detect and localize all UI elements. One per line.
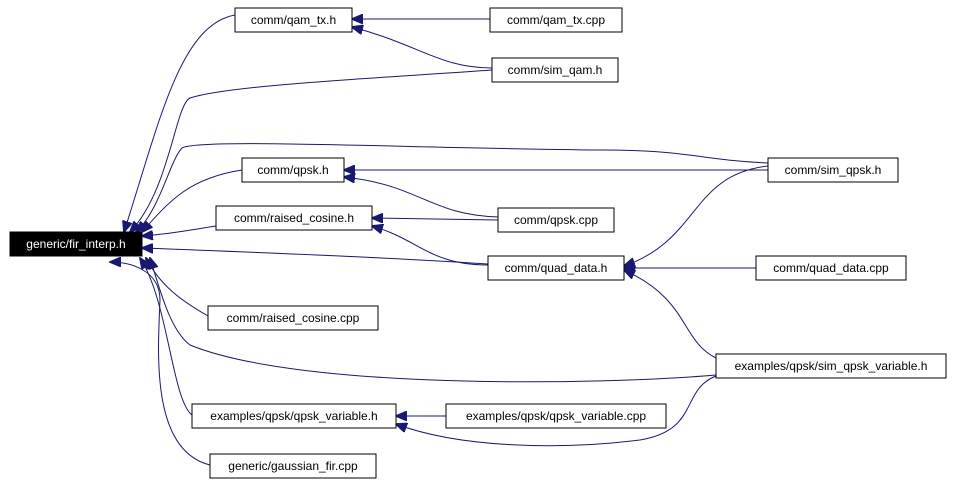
edge-qam-tx-to-fir-interp <box>124 14 236 232</box>
edge-sim-qam-to-qam-tx-h <box>352 27 493 69</box>
svg-text:comm/qam_tx.h: comm/qam_tx.h <box>251 13 336 27</box>
edge-quad-data-to-raised-cosine-h <box>372 226 489 266</box>
edge-qpsk-cpp-to-raised-cosine-h <box>372 218 499 220</box>
svg-text:comm/raised_cosine.h: comm/raised_cosine.h <box>234 211 354 225</box>
svg-text:comm/qpsk.cpp: comm/qpsk.cpp <box>514 213 598 227</box>
node-generic-gaussian-fir-cpp[interactable]: generic/gaussian_fir.cpp <box>209 453 377 479</box>
node-comm-sim-qpsk-h[interactable]: comm/sim_qpsk.h <box>767 157 899 183</box>
svg-text:comm/quad_data.cpp: comm/quad_data.cpp <box>773 261 889 275</box>
edge-qpsk-cpp-to-qpsk-h <box>344 177 499 218</box>
edge-sim-qpsk-var-to-fir-interp <box>150 258 717 383</box>
node-comm-qam-tx-cpp[interactable]: comm/qam_tx.cpp <box>489 7 623 33</box>
node-comm-qam-tx-h[interactable]: comm/qam_tx.h <box>234 7 353 33</box>
node-comm-quad-data-cpp[interactable]: comm/quad_data.cpp <box>755 255 907 281</box>
node-comm-sim-qam-h[interactable]: comm/sim_qam.h <box>491 57 619 83</box>
node-comm-quad-data-h[interactable]: comm/quad_data.h <box>487 255 625 281</box>
edge-sim-qpsk-var-to-qpsk-var-h <box>396 375 717 447</box>
edges-secondary <box>344 19 769 447</box>
svg-text:comm/quad_data.h: comm/quad_data.h <box>505 261 608 275</box>
edge-sim-qam-to-fir-interp <box>130 69 493 232</box>
node-examples-qpsk-qpsk-variable-h[interactable]: examples/qpsk/qpsk_variable.h <box>191 403 397 429</box>
edge-gaussian-fir-to-fir-interp <box>110 262 211 466</box>
svg-text:comm/qam_tx.cpp: comm/qam_tx.cpp <box>507 13 605 27</box>
svg-text:comm/qpsk.h: comm/qpsk.h <box>257 163 328 177</box>
svg-text:comm/raised_cosine.cpp: comm/raised_cosine.cpp <box>227 311 360 325</box>
node-comm-qpsk-h[interactable]: comm/qpsk.h <box>241 157 345 183</box>
edge-raised-cosine-h-to-fir-interp <box>142 225 217 236</box>
edge-sim-qpsk-to-fir-interp <box>136 143 769 232</box>
svg-text:comm/sim_qam.h: comm/sim_qam.h <box>508 63 603 77</box>
svg-text:examples/qpsk/qpsk_variable.cp: examples/qpsk/qpsk_variable.cpp <box>466 409 646 423</box>
edge-qpsk-h-to-fir-interp <box>142 169 243 232</box>
svg-text:examples/qpsk/qpsk_variable.h: examples/qpsk/qpsk_variable.h <box>210 409 377 423</box>
svg-text:generic/gaussian_fir.cpp: generic/gaussian_fir.cpp <box>228 459 358 473</box>
node-examples-qpsk-sim-qpsk-variable-h[interactable]: examples/qpsk/sim_qpsk_variable.h <box>715 353 947 379</box>
svg-text:comm/sim_qpsk.h: comm/sim_qpsk.h <box>785 163 882 177</box>
node-examples-qpsk-qpsk-variable-cpp[interactable]: examples/qpsk/qpsk_variable.cpp <box>445 403 667 429</box>
edge-raised-cosine-cpp-to-fir-interp <box>146 258 209 317</box>
node-comm-raised-cosine-h[interactable]: comm/raised_cosine.h <box>215 205 373 231</box>
node-comm-qpsk-cpp[interactable]: comm/qpsk.cpp <box>497 207 615 233</box>
edge-qpsk-var-h-to-fir-interp <box>140 258 193 416</box>
node-comm-raised-cosine-cpp[interactable]: comm/raised_cosine.cpp <box>207 305 379 331</box>
svg-text:examples/qpsk/sim_qpsk_variabl: examples/qpsk/sim_qpsk_variable.h <box>735 359 928 373</box>
edges-to-fir-interp <box>110 14 769 466</box>
edge-sim-qpsk-to-quad-data <box>624 165 769 266</box>
node-generic-fir-interp-h[interactable]: generic/fir_interp.h <box>9 231 143 257</box>
edge-quad-data-to-fir-interp <box>142 248 489 265</box>
svg-text:generic/fir_interp.h: generic/fir_interp.h <box>26 237 125 251</box>
edge-sim-qpsk-var-to-quad-data <box>624 270 717 359</box>
